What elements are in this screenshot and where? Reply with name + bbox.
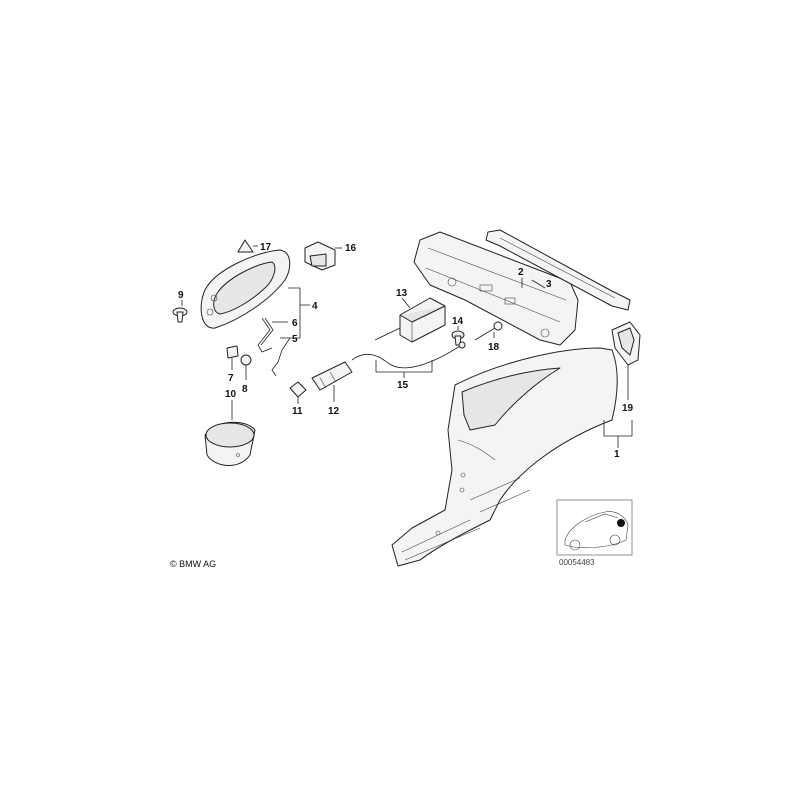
thumbnail-ref-number: 00054483 [559, 558, 595, 567]
callout-18: 18 [488, 342, 500, 353]
callout-15: 15 [397, 380, 409, 391]
rubber-buffer [226, 345, 252, 366]
location-marker [617, 519, 625, 527]
fuel-filler-flap [200, 249, 291, 329]
callout-16: 16 [345, 243, 357, 254]
callout-12: 12 [328, 406, 340, 417]
filler-cap [204, 421, 256, 466]
callout-3: 3 [546, 279, 552, 290]
callout-2: 2 [518, 267, 524, 278]
callout-labels: 1 2 3 4 5 6 7 8 9 10 11 12 13 14 15 16 1… [178, 242, 634, 460]
bowden-cable [351, 341, 466, 369]
rear-side-panel [391, 347, 618, 567]
callout-4: 4 [312, 301, 318, 312]
buffer-cap [237, 239, 254, 253]
callout-10: 10 [225, 389, 237, 400]
central-locking-actuator [374, 297, 446, 343]
spring-wire [271, 337, 291, 377]
expanding-rivet [172, 307, 188, 323]
actuator-sleeve [311, 361, 353, 391]
vehicle-thumbnail: 00054483 [556, 499, 633, 567]
actuator-pin [289, 381, 307, 398]
callout-19: 19 [622, 403, 634, 414]
callout-7: 7 [228, 373, 234, 384]
bolt [474, 321, 503, 341]
trim-strip [485, 229, 631, 311]
callout-11: 11 [292, 406, 303, 417]
callout-1: 1 [614, 449, 620, 460]
callout-6: 6 [292, 318, 298, 329]
callout-17: 17 [260, 242, 272, 253]
leader-lines [181, 245, 633, 448]
hinge-arm [257, 317, 274, 353]
callout-8: 8 [242, 384, 248, 395]
bracket [304, 241, 336, 271]
callout-5: 5 [292, 334, 298, 345]
copyright-label: © BMW AG [170, 559, 216, 569]
callout-13: 13 [396, 288, 408, 299]
callout-14: 14 [452, 316, 464, 327]
rear-panel [413, 231, 579, 346]
tail-light-gasket [611, 321, 641, 366]
callout-9: 9 [178, 290, 184, 301]
